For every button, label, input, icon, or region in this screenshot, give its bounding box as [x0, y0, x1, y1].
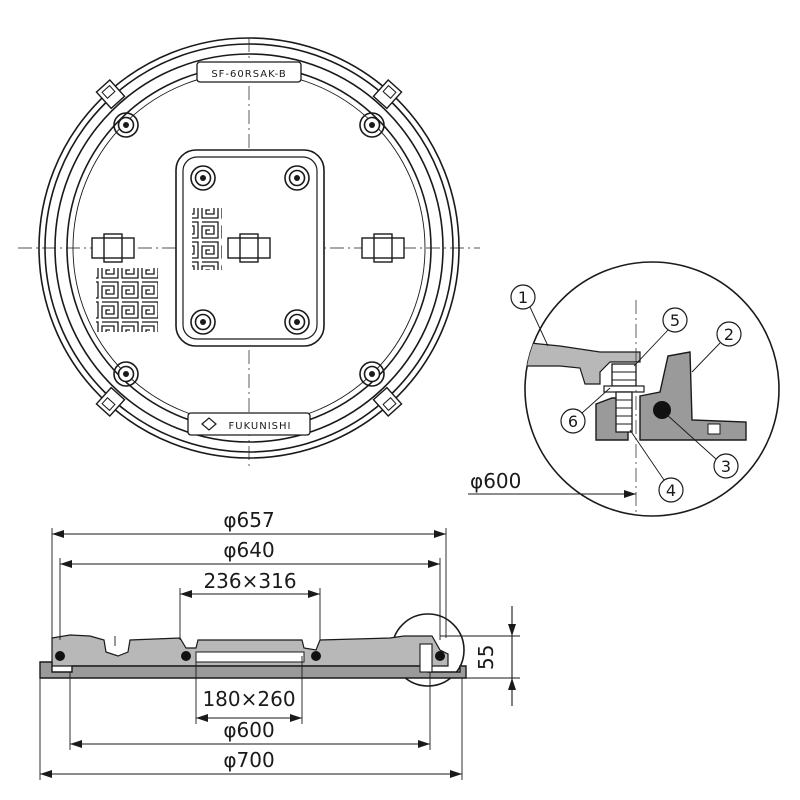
svg-text:6: 6 [568, 412, 578, 431]
callout-1: 1 [510, 284, 549, 347]
lid-section-body [51, 634, 449, 667]
lifting-slot-right [361, 233, 405, 263]
callout-4: 4 [629, 429, 684, 503]
inner-lid-pattern [192, 208, 222, 270]
lifting-slot-center [227, 233, 271, 263]
lid-outer-ring [54, 53, 444, 443]
gasket-inner-left-icon [181, 651, 191, 661]
maker-plate: FUKUNISHI [187, 412, 311, 436]
maker-name: FUKUNISHI [229, 421, 292, 432]
gasket-inner-right-icon [311, 651, 321, 661]
anti-slip-pattern [96, 268, 158, 332]
svg-text:φ600: φ600 [223, 718, 274, 742]
model-code: SF-60RSAK-B [211, 69, 286, 80]
lifting-slot-left [91, 233, 135, 263]
dim-frame-bore: φ600 [70, 718, 430, 748]
lid-bolt-top-right [359, 112, 385, 138]
frame-slot [707, 423, 721, 435]
dim-inner-lid-outer: 236×316 [180, 569, 320, 598]
lid-section [525, 341, 641, 385]
svg-text:180×260: 180×260 [202, 687, 295, 711]
frame-lugs [95, 78, 403, 418]
callout-3: 3 [665, 413, 739, 479]
inner-lid-opening [195, 651, 305, 663]
frame-outer-ring [38, 37, 460, 459]
dim-frame-outer: φ700 [40, 748, 462, 778]
svg-text:236×316: 236×316 [203, 569, 296, 593]
svg-text:1: 1 [518, 288, 528, 307]
svg-text:3: 3 [721, 457, 731, 476]
svg-text:4: 4 [666, 481, 676, 500]
svg-text:φ657: φ657 [223, 508, 274, 532]
lifting-slots [91, 233, 405, 263]
detail-dimension: φ600 [468, 469, 636, 498]
callout-5: 5 [633, 307, 688, 367]
gasket-left-icon [55, 651, 65, 661]
dim-height: 55 [474, 606, 516, 706]
detail-view: 1 2 3 4 5 6 [468, 261, 780, 517]
lid-bolt-top-left [113, 112, 139, 138]
detail-circle [524, 261, 780, 517]
frame-section-right [639, 351, 747, 441]
plan-view: SF-60RSAK-B FUKUNISHI [18, 37, 480, 470]
dim-inner-lid-opening: 180×260 [196, 687, 302, 722]
frame-inner-ring [44, 43, 454, 453]
gasket-right-icon [435, 651, 445, 661]
section-view: φ657 φ640 236×316 180×260 φ600 [39, 508, 520, 780]
svg-text:5: 5 [670, 311, 680, 330]
dim-outer-rim: φ657 [52, 508, 446, 538]
svg-text:2: 2 [724, 325, 734, 344]
svg-text:55: 55 [474, 645, 498, 670]
detail-dim-label: φ600 [470, 469, 521, 493]
bolt-nut [611, 363, 637, 387]
washer [603, 385, 645, 393]
callout-6: 6 [560, 387, 611, 434]
svg-text:φ700: φ700 [223, 748, 274, 772]
maker-logo-icon [201, 417, 217, 431]
callout-2: 2 [691, 321, 742, 373]
svg-text:φ640: φ640 [223, 538, 274, 562]
bolt-shaft [615, 391, 633, 433]
model-plate: SF-60RSAK-B [196, 61, 302, 83]
dim-lid-diameter: φ640 [60, 538, 440, 568]
section-bolt [419, 643, 433, 673]
